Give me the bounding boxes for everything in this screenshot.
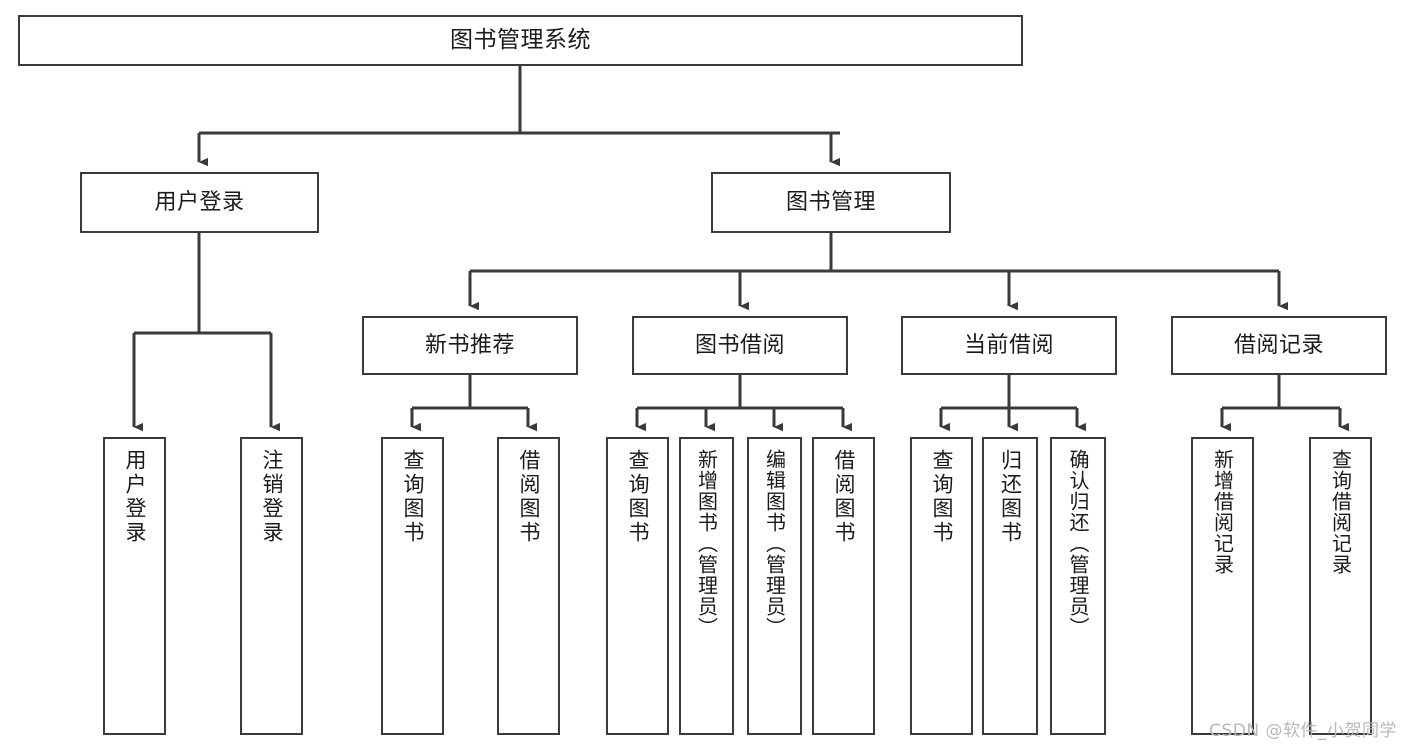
leaf-borrow-record-add-label: 新增借阅记录 [1210,449,1235,575]
node-book-borrow[interactable]: 图书借阅 [632,316,848,375]
leaf-current-borrow-confirm-return[interactable]: 确认归还（管理员） [1050,437,1106,735]
node-current-borrow[interactable]: 当前借阅 [901,316,1117,375]
node-new-book-recommend-label: 新书推荐 [424,332,515,358]
leaf-book-borrow-edit-label: 编辑图书（管理员） [762,449,787,638]
leaf-current-borrow-confirm-return-label: 确认归还（管理员） [1066,449,1090,638]
leaf-new-book-query[interactable]: 查询图书 [381,437,444,735]
leaf-new-book-borrow-label: 借阅图书 [517,449,541,545]
leaf-current-borrow-return-label: 归还图书 [998,449,1023,545]
node-borrow-record-label: 借阅记录 [1233,332,1324,358]
node-user-login-label: 用户登录 [154,189,245,215]
leaf-current-borrow-query-label: 查询图书 [930,449,954,545]
leaf-new-book-borrow[interactable]: 借阅图书 [497,437,560,735]
node-book-management[interactable]: 图书管理 [711,172,951,233]
leaf-book-borrow-add[interactable]: 新增图书（管理员） [679,437,734,735]
leaf-current-borrow-query[interactable]: 查询图书 [910,437,973,735]
node-book-borrow-label: 图书借阅 [694,332,785,358]
node-user-login[interactable]: 用户登录 [80,172,319,233]
node-current-borrow-label: 当前借阅 [963,332,1054,358]
leaf-borrow-record-query-label: 查询借阅记录 [1328,449,1353,575]
leaf-user-login-signout[interactable]: 注销登录 [240,437,303,735]
node-book-management-label: 图书管理 [785,189,876,215]
leaf-user-login-signout-label: 注销登录 [260,449,284,545]
leaf-book-borrow-query[interactable]: 查询图书 [606,437,669,735]
leaf-borrow-record-query[interactable]: 查询借阅记录 [1309,437,1372,735]
node-root-system-label: 图书管理系统 [450,27,591,54]
leaf-user-login-signin[interactable]: 用户登录 [103,437,166,735]
leaf-new-book-query-label: 查询图书 [401,449,425,545]
leaf-book-borrow-borrow[interactable]: 借阅图书 [812,437,875,735]
leaf-book-borrow-add-label: 新增图书（管理员） [694,449,719,638]
csdn-watermark: CSDN @软件_小贺同学 [1209,721,1397,741]
leaf-current-borrow-return[interactable]: 归还图书 [982,437,1038,735]
leaf-book-borrow-edit[interactable]: 编辑图书（管理员） [747,437,802,735]
node-borrow-record[interactable]: 借阅记录 [1171,316,1387,375]
leaf-borrow-record-add[interactable]: 新增借阅记录 [1191,437,1254,735]
leaf-book-borrow-query-label: 查询图书 [626,449,650,545]
node-root-system[interactable]: 图书管理系统 [18,15,1023,66]
leaf-book-borrow-borrow-label: 借阅图书 [832,449,856,545]
node-new-book-recommend[interactable]: 新书推荐 [362,316,578,375]
leaf-user-login-signin-label: 用户登录 [123,449,147,545]
